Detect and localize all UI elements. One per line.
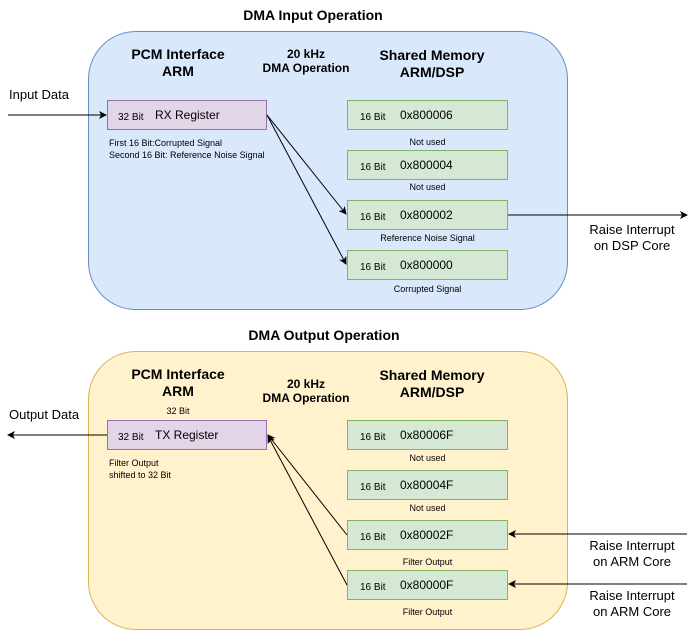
dsp-interrupt-line1: Raise Interrupt	[589, 222, 675, 237]
memory-cell-caption: Not used	[409, 453, 446, 463]
memory-cell[interactable]: 16 Bit 0x80006F	[347, 420, 508, 450]
output-pcm-heading-line2: ARM	[162, 383, 194, 399]
arm-interrupt-1-line2: on ARM Core	[592, 554, 672, 569]
memory-cell-caption: Not used	[409, 137, 446, 147]
output-data-label: Output Data	[9, 407, 80, 422]
output-pcm-heading: PCM Interface ARM	[118, 366, 238, 400]
input-dma-heading: 20 kHz DMA Operation	[256, 47, 356, 75]
memory-cell-bits: 16 Bit	[360, 212, 386, 223]
memory-cell-address: 0x80006F	[400, 428, 454, 442]
memory-cell-caption: Filter Output	[402, 607, 453, 617]
tx-register-bits: 32 Bit	[118, 432, 144, 443]
input-pcm-heading-line1: PCM Interface	[131, 46, 225, 62]
tx-register-notes: Filter Output shifted to 32 Bit	[109, 457, 171, 481]
input-data-label: Input Data	[9, 87, 69, 102]
arm-interrupt-label-1: Raise Interrupt on ARM Core	[580, 538, 684, 570]
arm-interrupt-1-line1: Raise Interrupt	[589, 538, 675, 553]
input-shared-heading-line2: ARM/DSP	[399, 64, 465, 80]
memory-cell-bits: 16 Bit	[360, 112, 386, 123]
memory-cell-bits: 16 Bit	[360, 262, 386, 273]
input-dma-heading-line1: 20 kHz	[286, 47, 326, 61]
memory-cell-bits: 16 Bit	[360, 432, 386, 443]
input-shared-heading: Shared Memory ARM/DSP	[368, 47, 496, 81]
rx-register[interactable]: 32 Bit RX Register	[107, 100, 267, 130]
output-pcm-heading-line1: PCM Interface	[131, 366, 225, 382]
memory-cell-address: 0x80004F	[400, 478, 454, 492]
memory-cell-address: 0x800002	[400, 208, 453, 222]
memory-cell-bits: 16 Bit	[360, 582, 386, 593]
output-section-title: DMA Output Operation	[248, 327, 400, 343]
tx-register-name: TX Register	[155, 428, 219, 442]
dsp-interrupt-label: Raise Interrupt on DSP Core	[580, 222, 684, 254]
input-shared-heading-line1: Shared Memory	[379, 47, 485, 63]
tx-register[interactable]: 32 Bit TX Register	[107, 420, 267, 450]
arm-interrupt-label-2: Raise Interrupt on ARM Core	[580, 588, 684, 620]
memory-cell-address: 0x80000F	[400, 578, 454, 592]
memory-cell-caption: Filter Output	[402, 557, 453, 567]
memory-cell-bits: 16 Bit	[360, 532, 386, 543]
memory-cell[interactable]: 16 Bit 0x800006	[347, 100, 508, 130]
output-dma-heading-line1: 20 kHz	[286, 377, 326, 391]
memory-cell[interactable]: 16 Bit 0x800004	[347, 150, 508, 180]
memory-cell-address: 0x800006	[400, 108, 453, 122]
memory-cell-bits: 16 Bit	[360, 162, 386, 173]
memory-cell-address: 0x800000	[400, 258, 453, 272]
output-shared-heading-line2: ARM/DSP	[399, 384, 465, 400]
memory-cell[interactable]: 16 Bit 0x80002F	[347, 520, 508, 550]
input-pcm-heading-line2: ARM	[162, 63, 194, 79]
memory-cell[interactable]: 16 Bit 0x800002	[347, 200, 508, 230]
output-shared-heading: Shared Memory ARM/DSP	[368, 367, 496, 401]
input-section-title: DMA Input Operation	[243, 7, 383, 23]
arm-interrupt-2-line1: Raise Interrupt	[589, 588, 675, 603]
input-pcm-heading: PCM Interface ARM	[118, 46, 238, 80]
memory-cell[interactable]: 16 Bit 0x800000	[347, 250, 508, 280]
memory-cell-caption: Corrupted Signal	[393, 284, 462, 294]
output-shared-heading-line1: Shared Memory	[379, 367, 485, 383]
memory-cell[interactable]: 16 Bit 0x80004F	[347, 470, 508, 500]
tx-note-line1: Filter Output	[109, 458, 159, 468]
memory-cell[interactable]: 16 Bit 0x80000F	[347, 570, 508, 600]
output-dma-heading: 20 kHz DMA Operation	[256, 377, 356, 405]
dsp-interrupt-line2: on DSP Core	[593, 238, 671, 253]
arm-interrupt-2-line2: on ARM Core	[592, 604, 672, 619]
memory-cell-address: 0x80002F	[400, 528, 454, 542]
rx-register-bits: 32 Bit	[118, 112, 144, 123]
memory-cell-caption: Not used	[409, 182, 446, 192]
input-dma-heading-line2: DMA Operation	[262, 61, 350, 75]
memory-cell-caption: Not used	[409, 503, 446, 513]
tx-note-line2: shifted to 32 Bit	[109, 470, 172, 480]
memory-cell-bits: 16 Bit	[360, 482, 386, 493]
tx-width-label: 32 Bit	[166, 406, 190, 416]
rx-register-notes: First 16 Bit:Corrupted Signal Second 16 …	[109, 137, 265, 161]
rx-note-line1: First 16 Bit:Corrupted Signal	[109, 138, 223, 148]
memory-cell-caption: Reference Noise Signal	[380, 233, 475, 243]
memory-cell-address: 0x800004	[400, 158, 453, 172]
rx-register-name: RX Register	[155, 108, 220, 122]
output-dma-heading-line2: DMA Operation	[262, 391, 350, 405]
rx-note-line2: Second 16 Bit: Reference Noise Signal	[109, 150, 265, 160]
